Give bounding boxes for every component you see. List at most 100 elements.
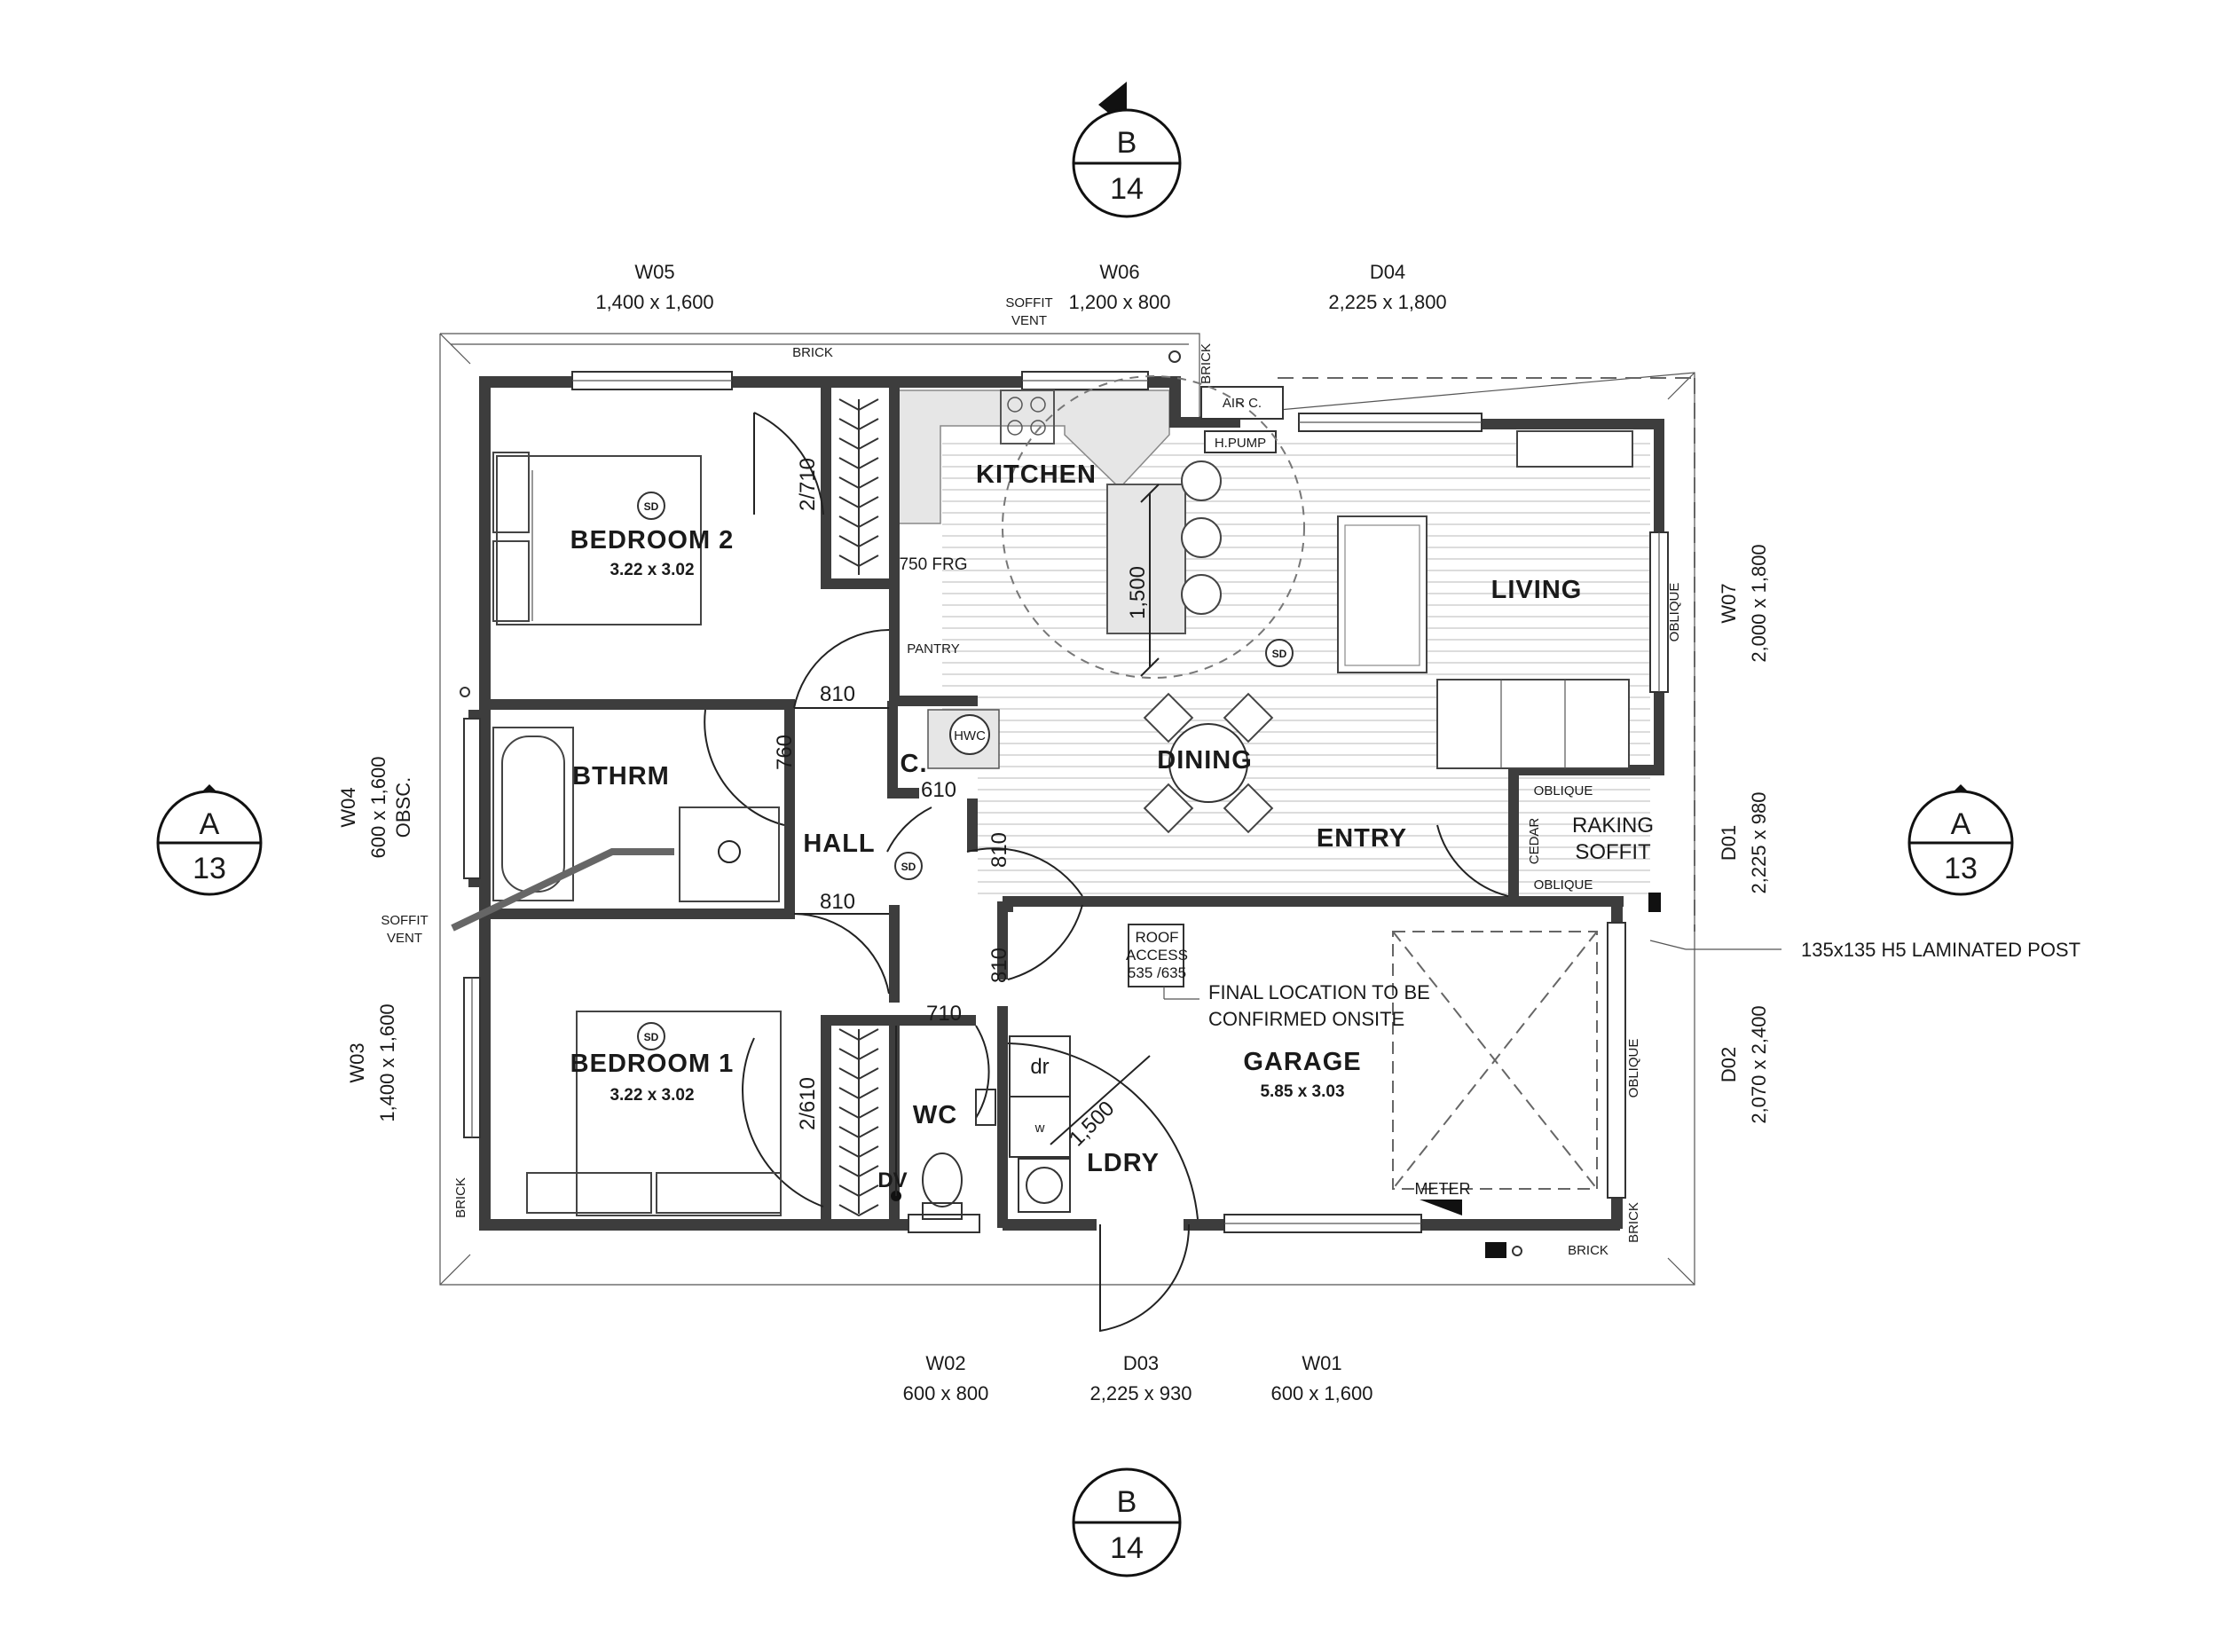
wc-door-width: 710 — [926, 1002, 962, 1026]
brick-top-right: BRICK — [1199, 343, 1214, 384]
bath-door-width: 760 — [773, 735, 797, 770]
oblique-d02: OBLIQUE — [1626, 1039, 1641, 1098]
kitchen-bench — [895, 389, 1186, 634]
hall-living-width: 810 — [987, 832, 1011, 868]
smoke-detector-icon: SD — [637, 1022, 665, 1050]
w04-size: 600 x 1,600 — [367, 757, 389, 859]
kitchen-label: KITCHEN — [976, 460, 1097, 489]
roof-access-1: ROOF — [1135, 929, 1178, 946]
meter-label: METER — [1415, 1180, 1471, 1198]
bedroom2-label: BEDROOM 2 — [570, 526, 735, 555]
bed2-wardrobe-width: 2/710 — [796, 458, 820, 511]
furniture — [451, 350, 1781, 1258]
brick-bottom-right: BRICK — [1626, 1202, 1641, 1243]
post-label: 135x135 H5 LAMINATED POST — [1801, 939, 2080, 961]
soffit-vent-left-2: VENT — [387, 931, 422, 946]
w05-size: 1,400 x 1,600 — [595, 291, 713, 313]
bedroom1-size: 3.22 x 3.02 — [610, 1086, 694, 1105]
bedroom1-label: BEDROOM 1 — [570, 1050, 735, 1078]
roof-access-3: 535 /635 — [1128, 964, 1186, 981]
svg-text:14: 14 — [1110, 172, 1144, 206]
roof-access-2: ACCESS — [1126, 947, 1188, 964]
svg-text:14: 14 — [1110, 1531, 1144, 1565]
living-label: LIVING — [1491, 576, 1583, 604]
annotations: SOFFIT VENT SOFFIT VENT BRICK BRICK BRIC… — [381, 295, 2080, 1258]
door-swings — [704, 412, 1509, 1333]
w06-code: W06 — [1099, 261, 1139, 283]
w06-size: 1,200 x 800 — [1069, 291, 1171, 313]
svg-text:B: B — [1117, 126, 1137, 160]
bed2-door-width: 810 — [820, 682, 855, 706]
heat-pump-label: H.PUMP — [1215, 436, 1266, 451]
d04-size: 2,225 x 1,800 — [1328, 291, 1446, 313]
d03-size: 2,225 x 930 — [1090, 1382, 1192, 1404]
oblique-top: OBLIQUE — [1534, 783, 1593, 798]
hanger-icon — [838, 1204, 879, 1217]
d01-code: D01 — [1718, 825, 1740, 861]
w03-code: W03 — [346, 1042, 368, 1082]
section-marker-right: A 13 — [1907, 784, 2014, 896]
laundry-label: LDRY — [1087, 1149, 1160, 1177]
raking-soffit-1: RAKING — [1572, 814, 1654, 838]
roof-outline — [439, 333, 1695, 1286]
w04-code: W04 — [337, 787, 359, 827]
garage-size: 5.85 x 3.03 — [1260, 1082, 1344, 1101]
smoke-detector-icon: SD — [1265, 639, 1294, 667]
garage-label: GARAGE — [1243, 1048, 1361, 1076]
d04-code: D04 — [1370, 261, 1405, 283]
floorboards — [942, 443, 1650, 894]
w05-code: W05 — [634, 261, 674, 283]
smoke-detector-icon: SD — [894, 852, 923, 880]
hwc-label: HWC — [954, 728, 986, 743]
final-location-2: CONFIRMED ONSITE — [1208, 1008, 1404, 1030]
opening-labels: W05 1,400 x 1,600 W06 1,200 x 800 D04 2,… — [337, 261, 1770, 1404]
soffit-vent-left-1: SOFFIT — [381, 913, 428, 928]
cupboard-label: C. — [901, 750, 928, 778]
svg-text:SD: SD — [901, 861, 916, 873]
bed1-door-width: 810 — [820, 890, 855, 914]
soffit-vent-top-2: VENT — [1011, 313, 1047, 328]
dv-label: DV — [877, 1168, 907, 1192]
air-con-label: AIR C. — [1223, 396, 1262, 411]
soffit-vent-top-1: SOFFIT — [1005, 295, 1052, 311]
svg-text:B: B — [1117, 1485, 1137, 1519]
w01-code: W01 — [1302, 1352, 1341, 1374]
oblique-bottom: OBLIQUE — [1534, 877, 1593, 893]
brick-bottom: BRICK — [1568, 1243, 1608, 1258]
walls — [468, 376, 1664, 1231]
final-location-1: FINAL LOCATION TO BE — [1208, 981, 1430, 1003]
oblique-w07: OBLIQUE — [1667, 583, 1682, 642]
section-marker-top: B 14 — [1072, 82, 1182, 218]
w04-note: OBSC. — [392, 777, 414, 838]
section-marker-bottom: B 14 — [1072, 1467, 1182, 1577]
dining-label: DINING — [1157, 746, 1253, 775]
d01-size: 2,225 x 980 — [1748, 792, 1770, 894]
wc-label: WC — [913, 1101, 957, 1129]
hall-garage-width: 810 — [987, 948, 1011, 983]
svg-text:SD: SD — [644, 500, 659, 513]
brick-bottom-left: BRICK — [453, 1177, 468, 1218]
svg-text:SD: SD — [644, 1031, 659, 1043]
smoke-detectors: SD SD SD SD — [637, 492, 1294, 1050]
entry-label: ENTRY — [1317, 824, 1407, 853]
bed1-wardrobe-width: 2/610 — [796, 1077, 820, 1130]
brick-top: BRICK — [792, 345, 833, 360]
pantry-label: PANTRY — [907, 641, 959, 657]
w03-size: 1,400 x 1,600 — [376, 1003, 398, 1121]
svg-text:A: A — [1951, 807, 1971, 841]
w02-size: 600 x 800 — [903, 1382, 989, 1404]
washer-label: w — [1034, 1121, 1045, 1136]
svg-text:SD: SD — [1272, 648, 1287, 660]
w01-size: 600 x 1,600 — [1271, 1382, 1373, 1404]
wardrobe-hangers — [838, 398, 879, 1217]
island-width: 1,500 — [1126, 566, 1150, 619]
section-marker-left: A 13 — [156, 784, 263, 896]
d03-code: D03 — [1123, 1352, 1159, 1374]
cedar-label: CEDAR — [1527, 818, 1542, 865]
hall-label: HALL — [803, 830, 875, 858]
w07-code: W07 — [1718, 583, 1740, 623]
cupboard-door-width: 610 — [921, 778, 956, 802]
dryer-label: dr — [1030, 1055, 1049, 1079]
smoke-detector-icon: SD — [637, 492, 665, 520]
